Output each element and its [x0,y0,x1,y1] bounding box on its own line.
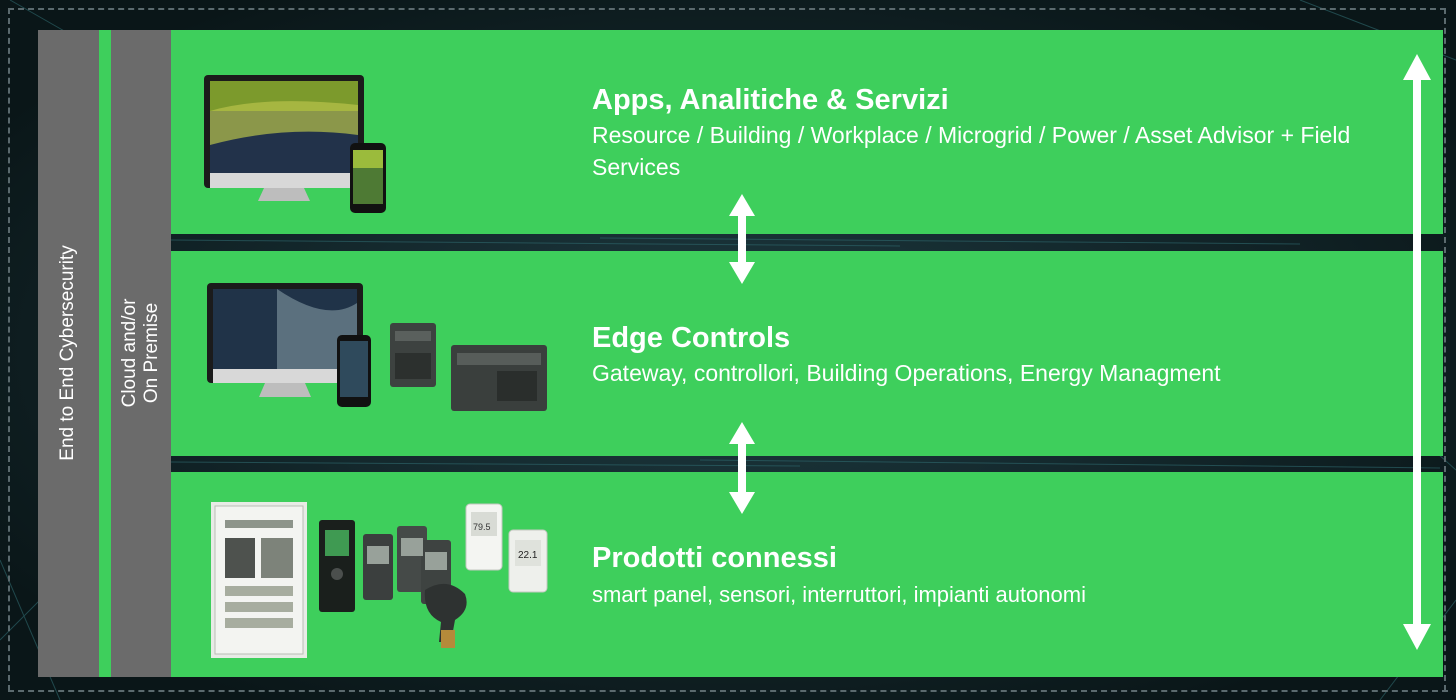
tier-description: Resource / Building / Workplace / Microg… [592,122,1351,180]
cybersecurity-label: End to End Cybersecurity [57,245,78,461]
tier-description: smart panel, sensori, interruttori, impi… [592,582,1086,607]
cloud-premise-label: Cloud and/or On Premise [119,299,163,408]
edge-controllers-image [207,283,547,411]
monitor-phone-image [204,75,386,213]
double-arrow-apps-edge [729,194,755,284]
tier-title: Apps, Analitiche & Servizi [592,84,949,116]
tier-apps: Apps, Analitiche & Servizi Resource / Bu… [171,30,1443,234]
tier-connected-products: 79.5 22.1 Prodotti connessi smart panel,… [171,472,1443,677]
tier-title: Edge Controls [592,322,791,354]
dashed-frame [8,8,1446,691]
tier-edge-controls: Edge Controls Gateway, controllori, Buil… [171,251,1443,456]
green-strip [99,30,111,677]
dashed-frame-bottom [8,690,1448,692]
double-arrow-full-stack [1403,54,1431,650]
cloud-premise-bar [111,30,171,677]
cybersecurity-bar [38,30,99,677]
tier-description: Gateway, controllori, Building Operation… [592,360,1221,386]
thermostat-reading: 22.1 [518,550,538,561]
connected-products-image: 79.5 22.1 [211,502,548,658]
double-arrow-edge-products [729,422,755,514]
cloud-label-line1: Cloud and/or [119,298,140,408]
cloud-label-line2: On Premise [141,302,162,404]
tier-title: Prodotti connessi [592,542,837,574]
sensor-reading: 79.5 [473,522,491,532]
